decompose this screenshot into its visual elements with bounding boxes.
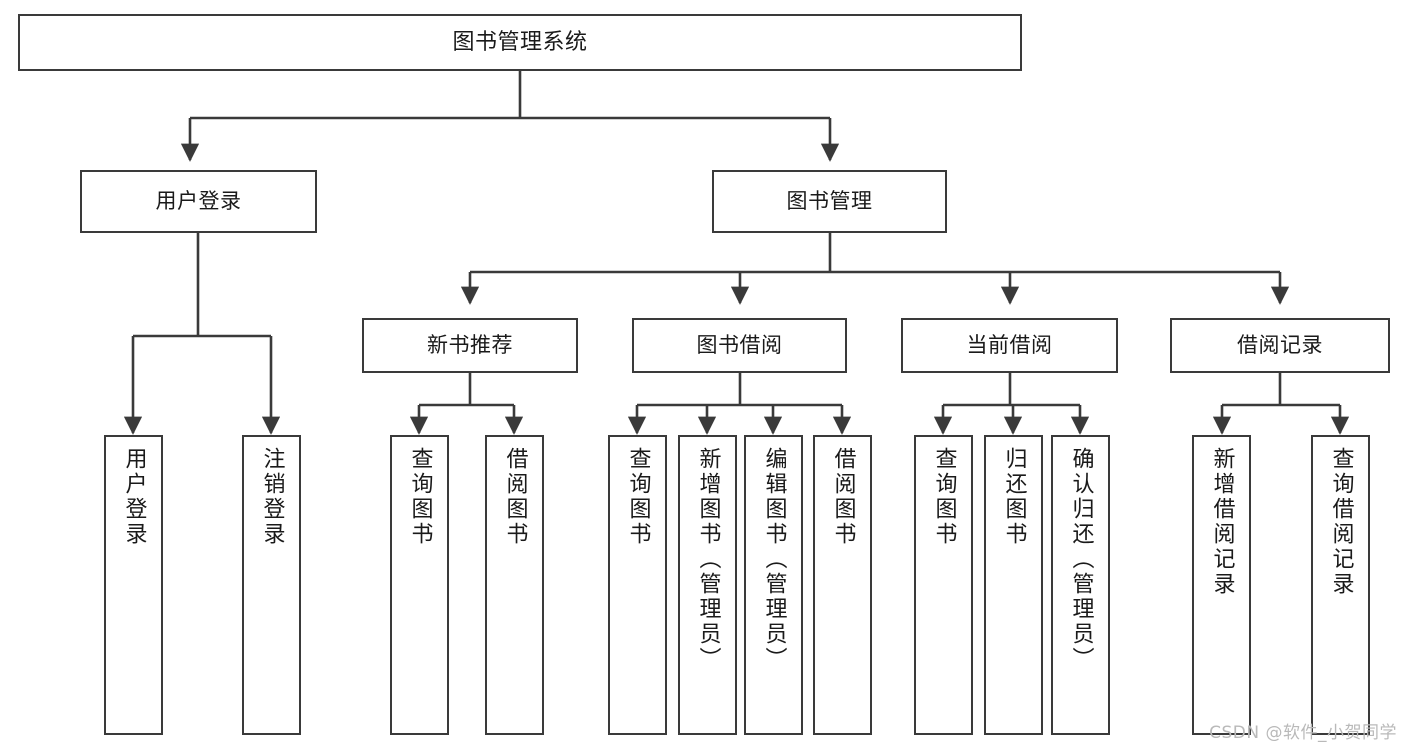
node-label: 图书管理系统 (452, 29, 588, 55)
node-current-borrow[interactable]: 当前借阅 (901, 318, 1118, 373)
leaf-query-book-3[interactable]: 查询图书 (914, 435, 973, 735)
node-borrow-record[interactable]: 借阅记录 (1170, 318, 1390, 373)
node-label: 图书借阅 (696, 333, 783, 358)
leaf-edit-book[interactable]: 编辑图书（管理员） (744, 435, 803, 735)
leaf-add-book[interactable]: 新增图书（管理员） (678, 435, 737, 735)
node-book-manage[interactable]: 图书管理 (712, 170, 947, 233)
leaf-return-book[interactable]: 归还图书 (984, 435, 1043, 735)
node-label: 借阅图书 (502, 447, 528, 547)
node-label: 编辑图书（管理员） (761, 447, 787, 672)
node-root-system[interactable]: 图书管理系统 (18, 14, 1022, 71)
node-new-book-rec[interactable]: 新书推荐 (362, 318, 578, 373)
node-label: 查询图书 (407, 447, 433, 547)
node-label: 确认归还（管理员） (1068, 447, 1094, 672)
node-label: 查询图书 (625, 447, 651, 547)
leaf-user-logout[interactable]: 注销登录 (242, 435, 301, 735)
node-label: 注销登录 (259, 447, 285, 547)
leaf-borrow-book-1[interactable]: 借阅图书 (485, 435, 544, 735)
node-label: 用户登录 (121, 447, 147, 547)
leaf-query-book-2[interactable]: 查询图书 (608, 435, 667, 735)
node-user-login[interactable]: 用户登录 (80, 170, 317, 233)
node-label: 查询借阅记录 (1328, 447, 1354, 597)
node-label: 当前借阅 (966, 333, 1053, 358)
node-label: 借阅图书 (830, 447, 856, 547)
watermark-text: CSDN @软件_小贺同学 (1209, 723, 1397, 743)
leaf-query-record[interactable]: 查询借阅记录 (1311, 435, 1370, 735)
leaf-query-book-1[interactable]: 查询图书 (390, 435, 449, 735)
leaf-user-login[interactable]: 用户登录 (104, 435, 163, 735)
node-label: 新书推荐 (427, 333, 513, 358)
node-label: 借阅记录 (1237, 333, 1323, 358)
leaf-borrow-book-2[interactable]: 借阅图书 (813, 435, 872, 735)
node-book-borrow[interactable]: 图书借阅 (632, 318, 847, 373)
node-label: 归还图书 (1001, 447, 1027, 547)
node-label: 用户登录 (155, 189, 242, 214)
node-label: 新增图书（管理员） (695, 447, 721, 672)
node-label: 查询图书 (931, 447, 957, 547)
node-label: 图书管理 (786, 189, 873, 214)
node-label: 新增借阅记录 (1209, 447, 1235, 597)
leaf-confirm-return[interactable]: 确认归还（管理员） (1051, 435, 1110, 735)
leaf-add-record[interactable]: 新增借阅记录 (1192, 435, 1251, 735)
